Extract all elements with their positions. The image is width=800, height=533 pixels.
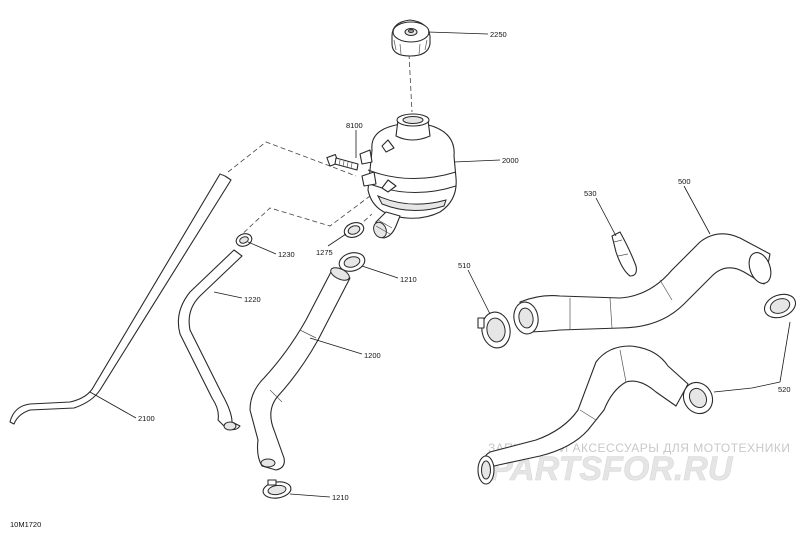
leader-lines	[89, 31, 791, 498]
strap-530[interactable]	[611, 231, 637, 277]
callout-2250: 2250	[490, 30, 507, 39]
clamp-1210-lower[interactable]	[262, 479, 292, 500]
clamp-1210-upper[interactable]	[337, 250, 367, 274]
callout-2100: 2100	[138, 414, 155, 423]
callout-1220: 1220	[244, 295, 261, 304]
expansion-tank-2000[interactable]	[359, 113, 457, 240]
callout-1200: 1200	[364, 351, 381, 360]
clamp-1230[interactable]	[234, 232, 253, 249]
bolt-8100[interactable]	[326, 153, 359, 171]
clamp-1275[interactable]	[342, 220, 366, 240]
hose-lower-large[interactable]	[477, 345, 689, 485]
pressure-cap-2250[interactable]	[391, 19, 431, 57]
callout-1210-lower: 1210	[332, 493, 349, 502]
diagram-code: 10M1720	[10, 520, 41, 529]
callout-1210-upper: 1210	[400, 275, 417, 284]
hose-1220[interactable]	[177, 249, 243, 431]
callout-500: 500	[678, 177, 691, 186]
hose-2100[interactable]	[9, 173, 232, 425]
watermark-logo: PARTSFOR.RU	[490, 450, 734, 488]
callout-1230: 1230	[278, 250, 295, 259]
clamp-520-lower[interactable]	[678, 377, 718, 419]
clamp-520-upper[interactable]	[761, 290, 799, 322]
callout-8100: 8100	[346, 121, 363, 130]
clamp-510[interactable]	[477, 310, 513, 350]
callout-520: 520	[778, 385, 791, 394]
callout-2000: 2000	[502, 156, 519, 165]
callout-510: 510	[458, 261, 471, 270]
watermark: ЗАПЧАСТИ И АКСЕССУАРЫ ДЛЯ МОТОТЕХНИКИ PA…	[488, 441, 790, 488]
callout-labels: 2250 8100 2000 530 500 510 1230 1275 121…	[138, 30, 791, 502]
callout-530: 530	[584, 189, 597, 198]
callout-1275: 1275	[316, 248, 333, 257]
hose-1200[interactable]	[249, 265, 351, 471]
hose-500[interactable]	[511, 233, 774, 336]
